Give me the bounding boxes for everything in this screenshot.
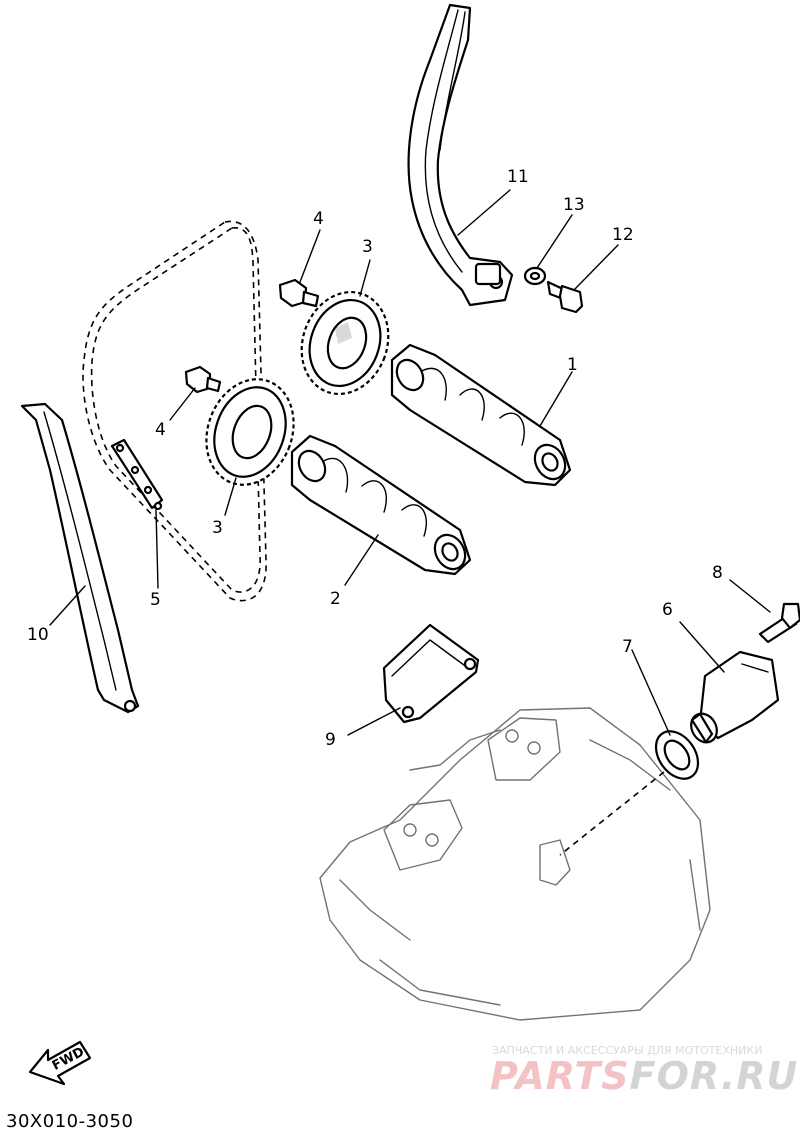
callout-7: 7 bbox=[622, 637, 633, 657]
callout-8: 8 bbox=[712, 563, 723, 583]
chain-guide-upper bbox=[407, 3, 514, 307]
bolt-4-upper bbox=[278, 278, 320, 308]
cam-sprocket-lower bbox=[205, 378, 295, 486]
gasket-7 bbox=[654, 730, 700, 780]
callout-5: 5 bbox=[150, 590, 161, 610]
callout-1: 1 bbox=[567, 355, 578, 375]
tensioner-6 bbox=[690, 650, 780, 744]
assembly-line-tensioner bbox=[559, 771, 665, 856]
bolt-4-lower bbox=[184, 365, 222, 394]
callout-6: 6 bbox=[662, 600, 673, 620]
camshaft-1 bbox=[390, 343, 572, 487]
cylinder-head bbox=[319, 707, 711, 1021]
callout-labels: 11 13 12 4 3 1 4 3 5 2 10 9 7 6 8 bbox=[27, 167, 723, 750]
cam-chain bbox=[82, 220, 267, 602]
callout-3-upper: 3 bbox=[362, 237, 373, 257]
callout-4-upper: 4 bbox=[313, 209, 324, 229]
cover-plate-9 bbox=[382, 623, 480, 724]
watermark-logo-rest: FOR.RU bbox=[629, 1054, 799, 1098]
watermark-caption: ЗАПЧАСТИ И АКСЕССУАРЫ ДЛЯ МОТОТЕХНИКИ bbox=[492, 1044, 763, 1057]
chain-guide-lower bbox=[20, 402, 140, 714]
diagram-code: 30X010-3050 bbox=[6, 1111, 134, 1132]
bolt-8 bbox=[758, 602, 800, 644]
fwd-arrow-icon: FWD bbox=[28, 1040, 92, 1086]
watermark-logo: PARTSFOR.RU bbox=[490, 1054, 798, 1098]
callout-4-lower: 4 bbox=[155, 420, 166, 440]
bolt-12 bbox=[546, 280, 584, 314]
callout-12: 12 bbox=[612, 225, 634, 245]
callout-3-lower: 3 bbox=[212, 518, 223, 538]
callout-9: 9 bbox=[325, 730, 336, 750]
callout-2: 2 bbox=[330, 589, 341, 609]
cam-sprocket-upper bbox=[300, 290, 390, 396]
callout-10: 10 bbox=[27, 625, 49, 645]
leader-lines bbox=[49, 189, 771, 736]
washer-13 bbox=[523, 266, 547, 286]
callout-13: 13 bbox=[563, 195, 585, 215]
camshaft-2 bbox=[290, 434, 472, 576]
watermark-logo-main: PARTS bbox=[490, 1054, 630, 1098]
master-link-5 bbox=[110, 438, 164, 511]
callout-11: 11 bbox=[507, 167, 529, 187]
